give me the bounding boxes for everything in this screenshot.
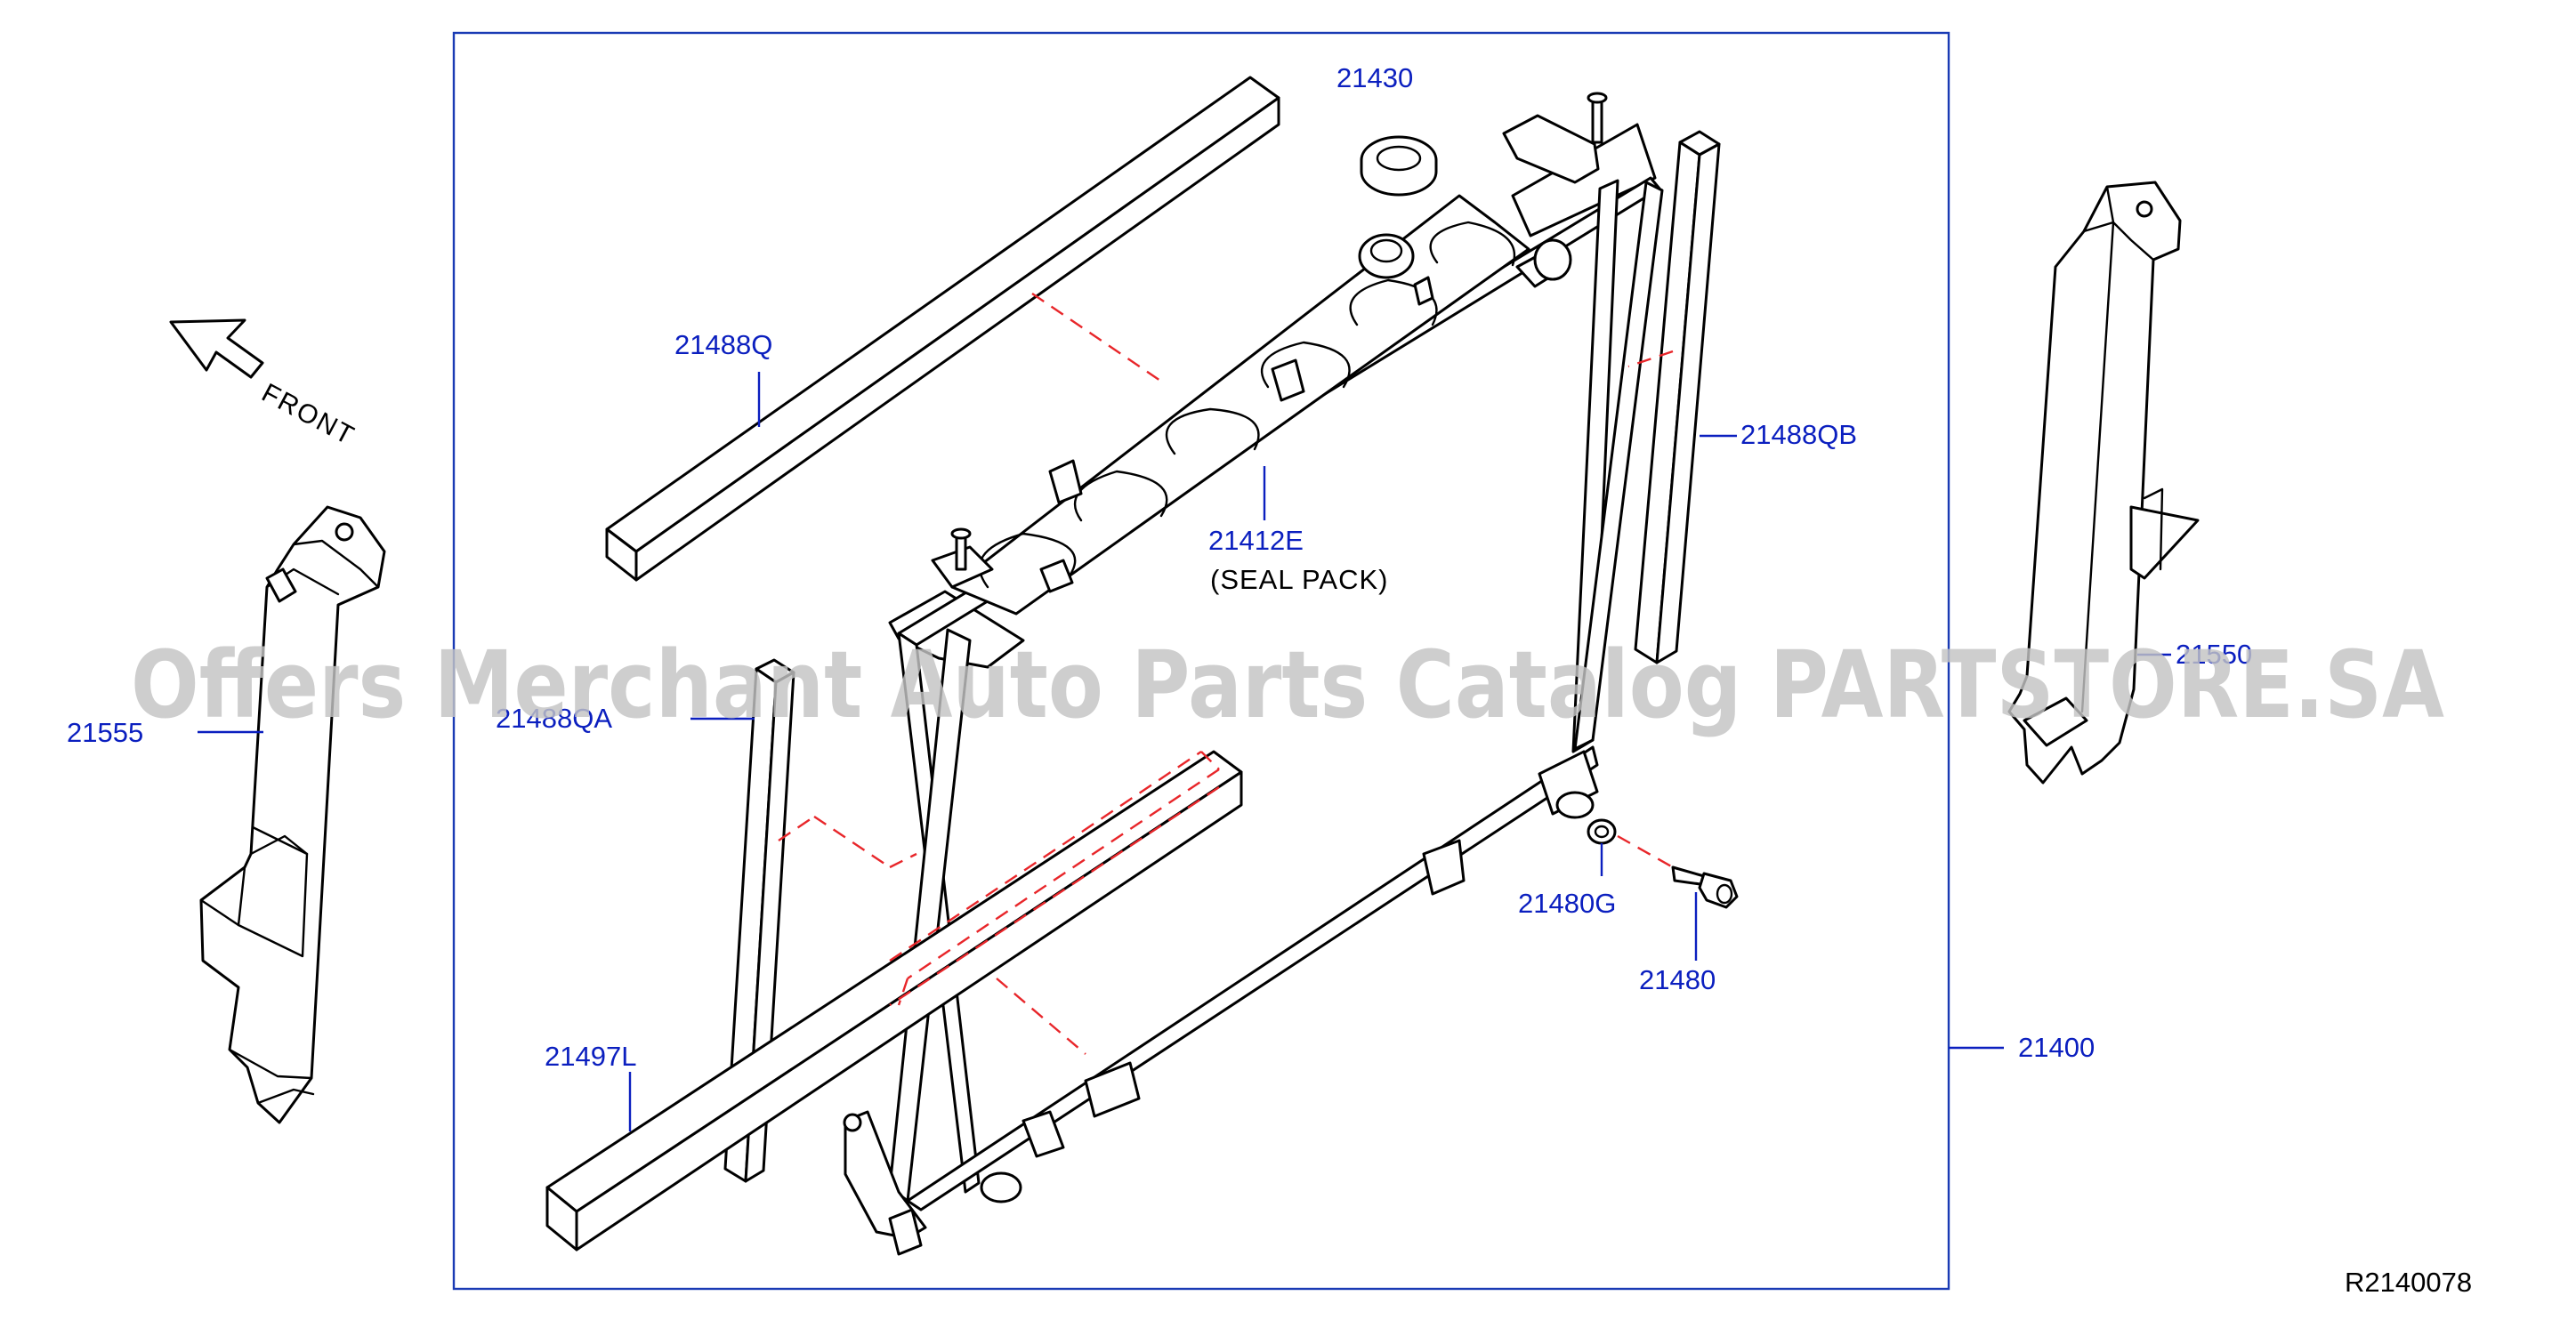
- callout-21488qb: 21488QB: [1740, 419, 1857, 450]
- left-side-support-part: [199, 505, 386, 1124]
- right-side-support-part: [2007, 181, 2200, 785]
- front-arrow-icon: [169, 318, 264, 379]
- callout-21488q: 21488Q: [674, 329, 772, 360]
- callout-21412e: 21412E: [1208, 525, 1304, 556]
- upper-tank-part: [931, 92, 1608, 616]
- right-vertical-seal-part: [1634, 130, 1721, 664]
- callout-21555: 21555: [67, 717, 143, 748]
- callout-21550: 21550: [2176, 639, 2252, 670]
- callout-seal-pack: (SEAL PACK): [1210, 564, 1389, 595]
- front-label: FRONT: [257, 378, 360, 451]
- watermark-text: Offers Merchant Auto Parts Catalog PARTS…: [131, 631, 2444, 739]
- drain-bolt-part: [1671, 865, 1739, 909]
- lower-seal-strip-part: [545, 750, 1243, 1252]
- callout-21497l: 21497L: [545, 1041, 636, 1072]
- hidden-lines: [778, 293, 1674, 1055]
- upper-seal-strip-part: [605, 76, 1280, 582]
- radiator-cap-part: [1360, 135, 1438, 197]
- callout-21400: 21400: [2018, 1032, 2095, 1063]
- washer-part: [1587, 818, 1617, 845]
- leader-lines: [198, 372, 2171, 1131]
- callout-21480: 21480: [1639, 964, 1716, 995]
- callout-21480g: 21480G: [1518, 888, 1616, 919]
- callout-21488qa: 21488QA: [496, 703, 612, 734]
- assembly-frame: [452, 31, 1950, 1291]
- reference-number: R2140078: [2345, 1267, 2472, 1298]
- callout-21430: 21430: [1336, 62, 1413, 93]
